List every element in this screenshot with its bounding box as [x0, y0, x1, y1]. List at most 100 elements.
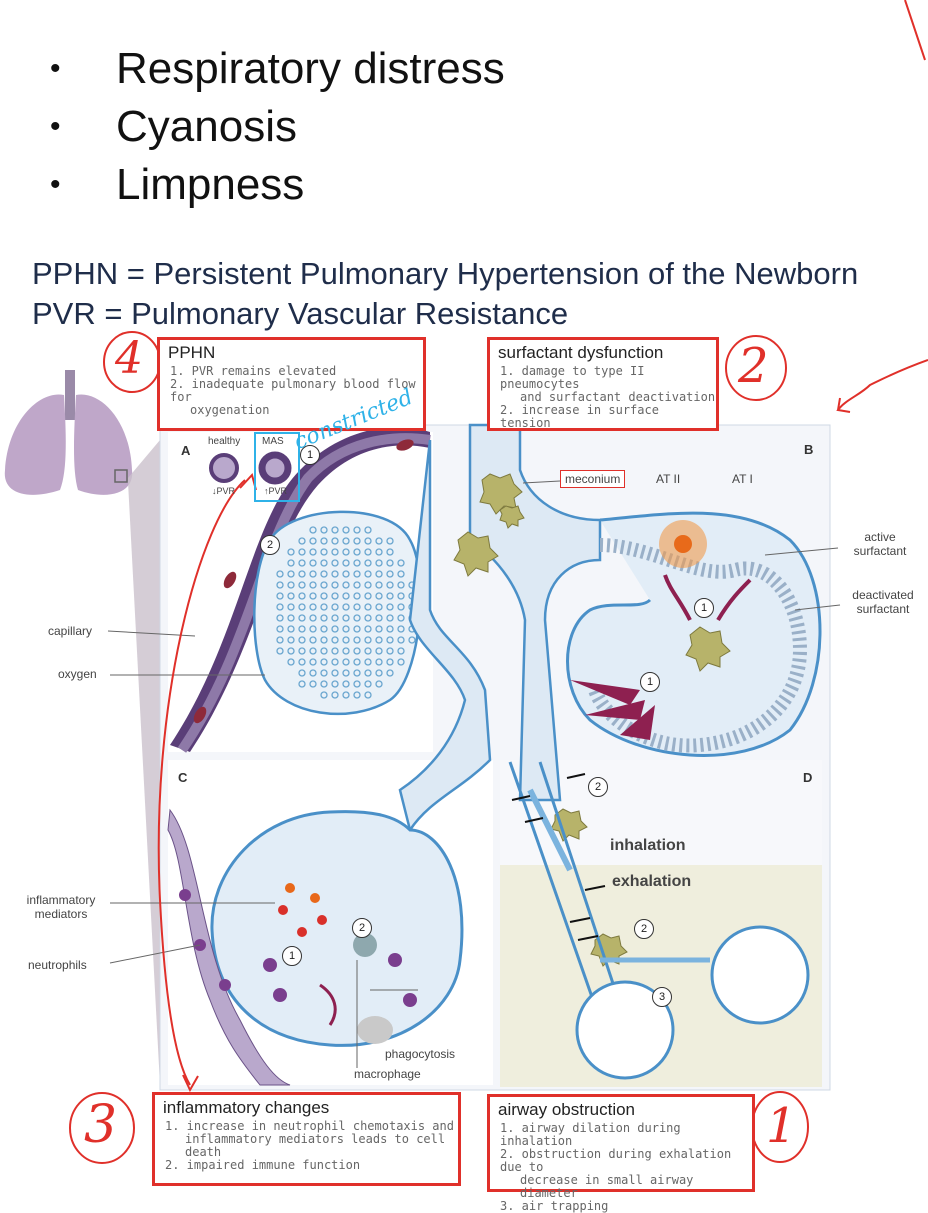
handwritten-arrow: [157, 479, 246, 1086]
oxygen-molecule: [309, 625, 317, 633]
pphn-definition: PPHN = Persistent Pulmonary Hypertension…: [32, 256, 859, 291]
step-number: 1: [282, 946, 302, 966]
oxygen-molecule: [287, 625, 295, 633]
meconium-particle: [479, 473, 523, 515]
oxygen-molecule: [364, 526, 372, 534]
macrophage-label: macrophage: [354, 1067, 421, 1081]
oxygen-molecule: [364, 581, 372, 589]
oxygen-molecule: [386, 625, 394, 633]
oxygen-molecule: [342, 647, 350, 655]
oxygen-molecule: [353, 581, 361, 589]
panel-label-b: B: [804, 442, 814, 457]
macrophage-cell: [353, 933, 377, 957]
oxygen-molecule: [287, 636, 295, 644]
alveolus-small: [710, 925, 810, 1025]
capillary-vessel-c: [167, 808, 291, 1086]
oxygen-molecule: [353, 636, 361, 644]
oxygen-molecule: [342, 691, 350, 699]
oxygen-molecule: [320, 548, 328, 556]
oxygen-molecule: [386, 559, 394, 567]
oxygen-molecule: [276, 570, 284, 578]
oxygen-molecule: [320, 537, 328, 545]
surfactant-box: surfactant dysfunction 1. damage to type…: [487, 337, 719, 431]
oxygen-molecule: [309, 559, 317, 567]
oxygen-molecule: [298, 669, 306, 677]
oxygen-molecule: [298, 636, 306, 644]
oxygen-molecule: [342, 570, 350, 578]
oxygen-molecule: [386, 647, 394, 655]
oxygen-molecule: [386, 603, 394, 611]
oxygen-molecule: [386, 658, 394, 666]
oxygen-molecule: [364, 537, 372, 545]
step-number: 1: [694, 598, 714, 618]
leader-lines: [107, 480, 841, 1068]
oxygen-molecule: [364, 559, 372, 567]
oxygen-molecule: [287, 603, 295, 611]
oxygen-molecule: [331, 603, 339, 611]
bullet-icon: •: [50, 52, 61, 85]
oxygen-molecule: [408, 636, 416, 644]
neutrophil: [263, 958, 277, 972]
oxygen-molecule: [375, 636, 383, 644]
oxygen-molecule: [287, 581, 295, 589]
oxygen-molecule: [298, 537, 306, 545]
oxygen-molecule: [320, 680, 328, 688]
oxygen-molecule: [309, 636, 317, 644]
oxygen-molecule: [364, 636, 372, 644]
oxygen-molecule: [331, 526, 339, 534]
oxygen-molecule: [331, 680, 339, 688]
box-title: airway obstruction: [498, 1100, 636, 1119]
oxygen-molecule: [331, 548, 339, 556]
oxygen-molecule: [320, 526, 328, 534]
inflammatory-box: inflammatory changes 1. increase in neut…: [152, 1092, 461, 1186]
oxygen-molecule: [298, 581, 306, 589]
box-item: 2. obstruction during exhalation due to: [500, 1147, 732, 1174]
oxygen-molecule: [353, 603, 361, 611]
inflammatory-mediators-label: inflammatory mediators: [26, 893, 96, 921]
at2-label: AT II: [656, 472, 681, 486]
oxygen-molecule: [386, 548, 394, 556]
box-item: 1. PVR remains elevated: [170, 364, 337, 378]
box-title: inflammatory changes: [163, 1098, 330, 1117]
oxygen-molecule: [309, 669, 317, 677]
oxygen-molecule: [309, 658, 317, 666]
panel-label-a: A: [181, 443, 191, 458]
oxygen-molecule: [375, 603, 383, 611]
oxygen-molecule: [342, 603, 350, 611]
dilation-arrows: [511, 773, 606, 941]
active-surfactant-label: active surfactant: [853, 530, 907, 558]
box-item: and surfactant deactivation: [520, 390, 716, 404]
meconium-particle: [453, 531, 499, 577]
airway-box: airway obstruction 1. airway dilation du…: [487, 1094, 755, 1213]
macrophage-body: [357, 1016, 393, 1044]
oxygen-molecule: [353, 548, 361, 556]
oxygen-molecule: [342, 559, 350, 567]
oxygen-molecule: [386, 614, 394, 622]
pvr-down-label: ↓PVR: [212, 486, 236, 496]
oxygen-molecule: [375, 559, 383, 567]
oxygen-molecule: [276, 647, 284, 655]
at1-label: AT I: [732, 472, 753, 486]
healthy-vessel-icon: [209, 453, 239, 483]
oxygen-molecule: [309, 526, 317, 534]
oxygen-molecule: [298, 680, 306, 688]
oxygen-molecule: [397, 614, 405, 622]
oxygen-molecule: [320, 581, 328, 589]
box-item: 2. inadequate pulmonary blood flow for: [170, 377, 416, 404]
mas-vessel-icon: [258, 451, 292, 485]
oxygen-molecule: [397, 570, 405, 578]
oxygen-molecule: [331, 581, 339, 589]
oxygen-molecule: [386, 592, 394, 600]
arrow-icon: [319, 983, 337, 1026]
oxygen-molecule: [397, 559, 405, 567]
lungs-icon: [4, 370, 133, 495]
mas-label: MAS: [262, 436, 284, 447]
oxygen-molecule: [353, 526, 361, 534]
handwritten-stroke: [904, 0, 926, 61]
oxygen-molecule: [353, 647, 361, 655]
airflow-arrow-icon: [527, 788, 573, 872]
oxygen-molecule: [320, 603, 328, 611]
oxygen-molecule: [287, 548, 295, 556]
step-number: 2: [260, 535, 280, 555]
mediator: [285, 883, 295, 893]
